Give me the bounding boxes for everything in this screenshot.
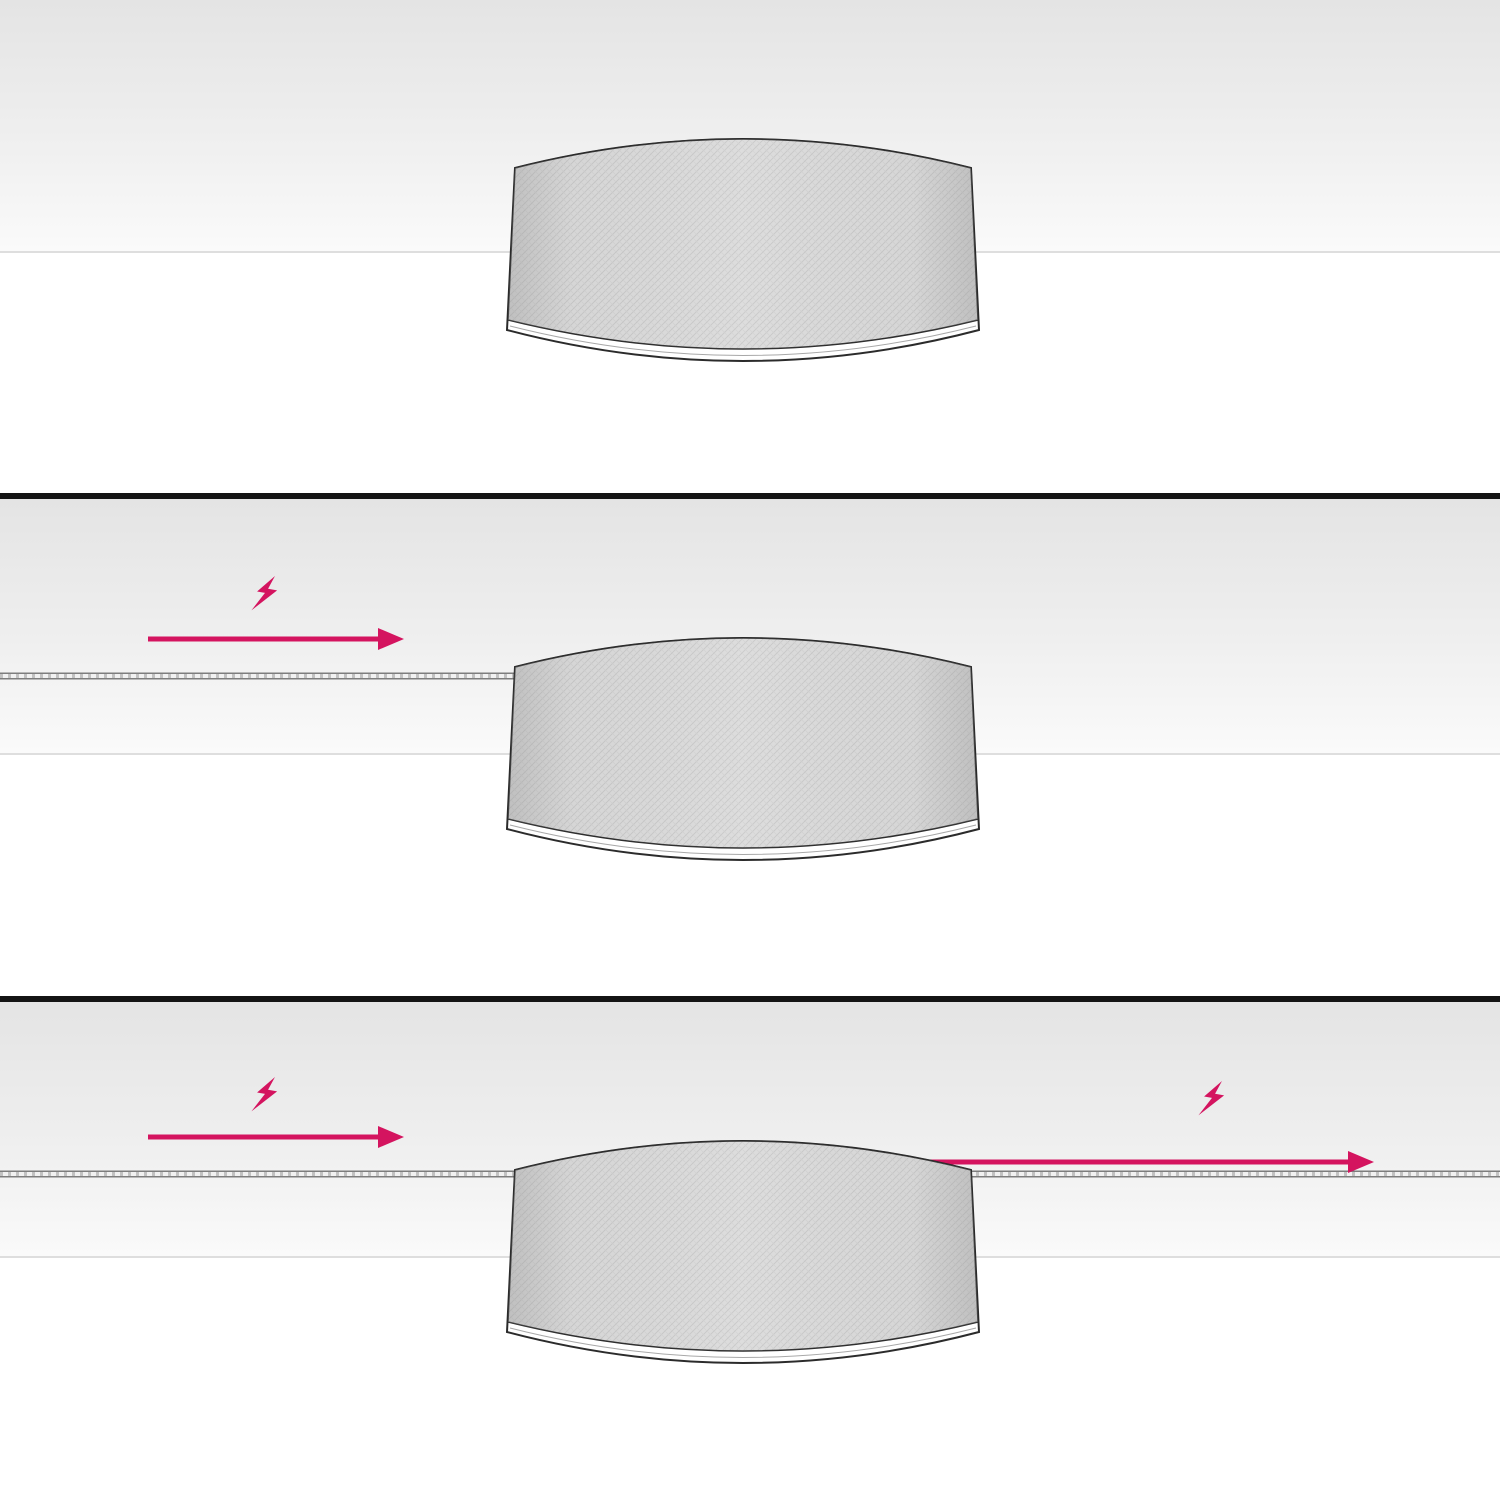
current-arrow-left bbox=[148, 1126, 404, 1148]
drum-lampshade bbox=[506, 138, 980, 362]
panel-step-2 bbox=[0, 499, 1500, 996]
arrow-head bbox=[378, 1126, 404, 1148]
panel-step-3 bbox=[0, 1002, 1500, 1500]
drum-lampshade bbox=[506, 637, 980, 861]
current-arrow-right bbox=[903, 1151, 1374, 1173]
current-arrow-left bbox=[148, 628, 404, 650]
panel-step-1 bbox=[0, 0, 1500, 493]
arrow-head bbox=[1348, 1151, 1374, 1173]
drum-lampshade bbox=[506, 1140, 980, 1364]
panel-separator-1 bbox=[0, 493, 1500, 499]
panel-separator-2 bbox=[0, 996, 1500, 1002]
arrow-head bbox=[378, 628, 404, 650]
